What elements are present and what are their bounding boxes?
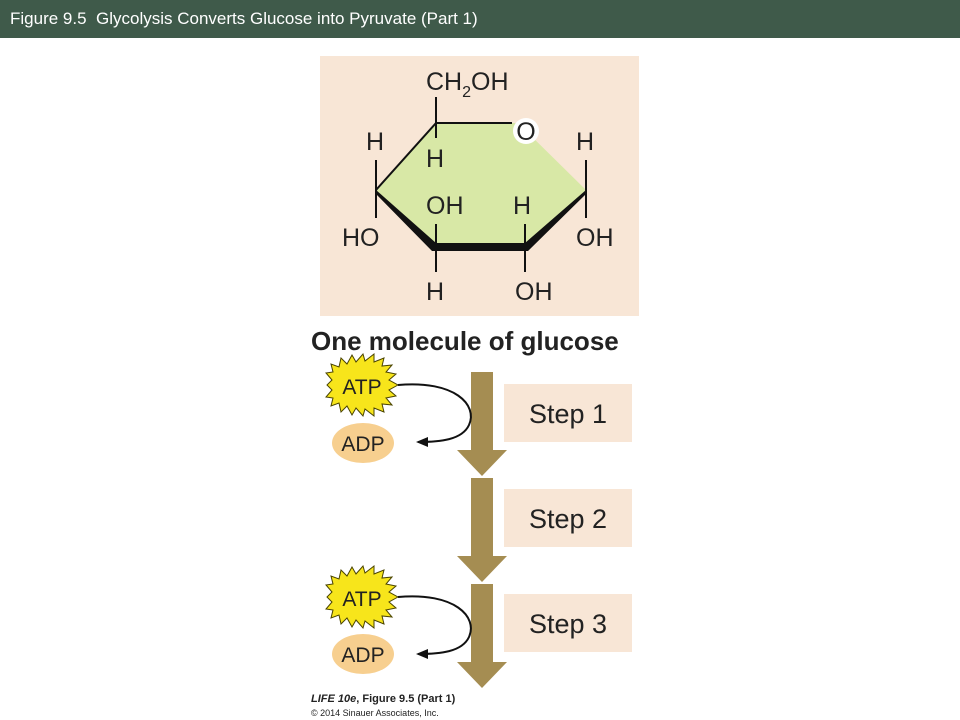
atp-adp-cycle-3: ATP ADP — [325, 564, 472, 674]
book-title: LIFE 10e — [311, 693, 357, 705]
ring-front-bonds — [376, 190, 586, 251]
atp-adp-cycle-1: ATP ADP — [325, 352, 472, 463]
step-label: Step 2 — [529, 504, 607, 534]
molecule-label: One molecule of glucose — [311, 326, 619, 356]
pathway-arrow-2 — [457, 478, 507, 582]
c1-h-label: H — [576, 128, 594, 156]
ch2oh-label: CH2OH — [426, 68, 509, 101]
pathway-arrow-1 — [457, 372, 507, 476]
glucose-ring: O CH2OH H H H OH H HO OH H OH — [342, 68, 614, 306]
step-box-3: Step 3 — [504, 594, 632, 652]
c1-oh-label: OH — [576, 224, 614, 252]
slide-title: Figure 9.5 Glycolysis Converts Glucose i… — [0, 0, 960, 38]
step-label: Step 3 — [529, 609, 607, 639]
c3-oh-label: OH — [426, 192, 464, 220]
figure-caption: LIFE 10e, Figure 9.5 (Part 1) — [311, 693, 455, 705]
step-label: Step 1 — [529, 399, 607, 429]
atp-star-1 — [325, 352, 400, 418]
atp-label: ATP — [342, 376, 381, 399]
c3-h-label: H — [426, 278, 444, 306]
adp-label: ADP — [341, 644, 384, 667]
step-box-1: Step 1 — [504, 384, 632, 442]
atp-label: ATP — [342, 588, 381, 611]
ring-fill — [376, 123, 586, 247]
ring-oxygen-halo — [513, 118, 539, 144]
figure-reference: , Figure 9.5 (Part 1) — [356, 693, 456, 705]
c5-h-label: H — [426, 145, 444, 173]
c4-h-top-label: H — [366, 128, 384, 156]
copyright-notice: © 2014 Sinauer Associates, Inc. — [311, 708, 439, 718]
ring-oxygen-label: O — [516, 118, 535, 146]
c2-h-label: H — [513, 192, 531, 220]
adp-oval-3 — [332, 634, 394, 674]
c2-oh-label: OH — [515, 278, 553, 306]
c4-ho-label: HO — [342, 224, 380, 252]
atp-star-3 — [325, 564, 400, 630]
adp-label: ADP — [341, 433, 384, 456]
step-box-2: Step 2 — [504, 489, 632, 547]
pathway-arrow-3 — [457, 584, 507, 688]
adp-oval-1 — [332, 423, 394, 463]
